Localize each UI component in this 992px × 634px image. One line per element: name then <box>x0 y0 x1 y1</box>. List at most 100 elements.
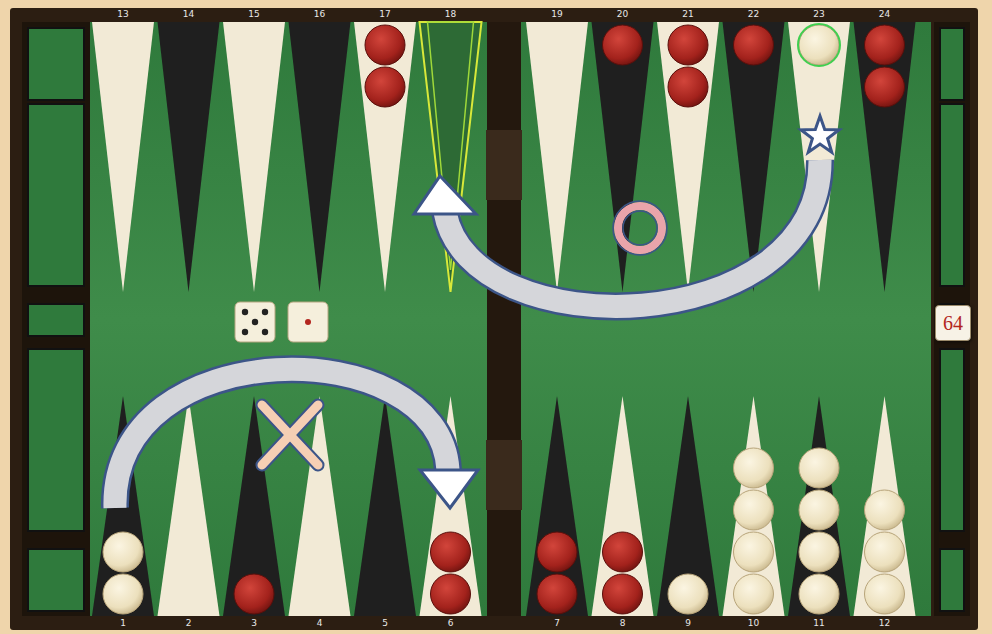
circle-mark-outline <box>613 201 667 255</box>
red-checker <box>431 574 471 614</box>
cross-mark <box>262 405 318 465</box>
arrow-head <box>414 176 476 214</box>
white-checker <box>734 448 774 488</box>
hinge <box>486 130 522 200</box>
cross-outline <box>262 405 318 465</box>
point <box>354 396 416 616</box>
point <box>657 22 719 292</box>
die-pip <box>242 329 248 335</box>
die-pip <box>262 309 268 315</box>
side-strip <box>934 22 970 616</box>
board-frame <box>10 8 978 630</box>
arrow-outline <box>115 369 448 508</box>
arrow-head <box>420 470 478 508</box>
white-checker <box>865 532 905 572</box>
point <box>854 396 916 616</box>
die-pip <box>242 309 248 315</box>
hinge <box>486 440 522 510</box>
cross-mark <box>262 405 318 465</box>
white-checker <box>799 532 839 572</box>
white-checker <box>865 574 905 614</box>
point-number: 5 <box>382 619 388 628</box>
red-checker <box>603 574 643 614</box>
point-number: 8 <box>620 619 626 628</box>
red-checker <box>234 574 274 614</box>
point-number: 7 <box>554 619 560 628</box>
point-number: 24 <box>879 10 890 19</box>
point <box>354 22 416 292</box>
red-checker <box>365 67 405 107</box>
point <box>92 22 154 292</box>
checker-tray <box>28 304 84 336</box>
arrow-band <box>115 369 448 508</box>
point <box>854 22 916 292</box>
red-checker <box>603 532 643 572</box>
felt-left <box>90 22 487 616</box>
point-number: 18 <box>445 10 456 19</box>
point <box>657 396 719 616</box>
point-number: 2 <box>186 619 192 628</box>
selection-ring <box>798 24 840 66</box>
point <box>158 22 220 292</box>
die <box>288 302 328 342</box>
point-number: 17 <box>379 10 390 19</box>
point <box>158 396 220 616</box>
white-checker <box>799 574 839 614</box>
red-checker <box>431 532 471 572</box>
white-checker <box>103 574 143 614</box>
point <box>289 22 351 292</box>
point-number: 20 <box>617 10 628 19</box>
white-checker <box>668 574 708 614</box>
die-pip <box>262 329 268 335</box>
point <box>526 22 588 292</box>
red-checker <box>865 67 905 107</box>
white-checker <box>865 490 905 530</box>
checker-tray <box>940 549 964 611</box>
red-checker <box>537 574 577 614</box>
white-checker <box>103 532 143 572</box>
checker-tray <box>28 104 84 286</box>
checker-tray <box>28 549 84 611</box>
point-number: 19 <box>551 10 562 19</box>
point-number: 13 <box>117 10 128 19</box>
arrow-band <box>445 160 820 306</box>
circle-mark <box>618 206 662 250</box>
checker-tray <box>28 28 84 100</box>
doubling-cube: 64 <box>935 305 971 341</box>
red-checker <box>668 67 708 107</box>
white-checker <box>734 574 774 614</box>
white-checker <box>799 490 839 530</box>
die-pip <box>305 319 311 325</box>
point-number: 10 <box>748 619 759 628</box>
die <box>235 302 275 342</box>
checker-tray <box>940 28 964 100</box>
point-number: 15 <box>248 10 259 19</box>
side-strip <box>22 22 90 616</box>
cross-outline <box>262 405 318 465</box>
point <box>526 396 588 616</box>
checker-tray <box>940 104 964 286</box>
point-number: 12 <box>879 619 890 628</box>
circle-mark-outline <box>623 211 657 245</box>
red-checker <box>603 25 643 65</box>
point-number: 16 <box>314 10 325 19</box>
point-number: 11 <box>813 619 824 628</box>
star-mark <box>801 116 839 152</box>
point-number: 4 <box>317 619 323 628</box>
point-number: 3 <box>251 619 257 628</box>
red-checker <box>734 25 774 65</box>
point-number: 21 <box>682 10 693 19</box>
checker-tray <box>940 349 964 531</box>
arrow-outline <box>445 160 820 306</box>
point-number: 14 <box>183 10 194 19</box>
point <box>723 396 785 616</box>
red-checker <box>668 25 708 65</box>
white-checker <box>799 448 839 488</box>
red-checker <box>865 25 905 65</box>
felt-right <box>521 22 931 616</box>
white-checker <box>734 490 774 530</box>
red-checker <box>537 532 577 572</box>
center-bar <box>487 22 521 616</box>
point-number: 1 <box>120 619 126 628</box>
